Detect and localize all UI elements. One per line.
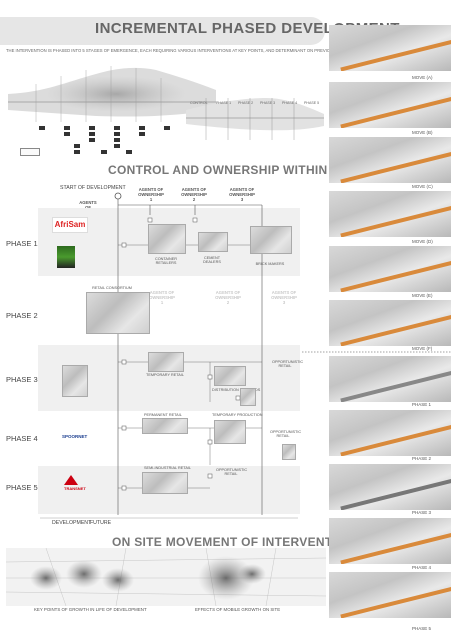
phase-5-label: PHASE 5	[6, 483, 38, 492]
label-opportunistic-retail-3: OPPORTUNISTIC RETAIL	[216, 468, 248, 476]
timeline-label-phase-1: PHASE 1	[216, 101, 232, 105]
spoornet-logo: SPOORNET	[62, 434, 88, 439]
future-label: FUTURE	[90, 520, 112, 526]
permanent-retail-sketch	[142, 418, 188, 434]
label-semi-industrial-retail: SEMI-INDUSTRIAL RETAIL	[144, 466, 192, 470]
thumb-phase-5	[329, 572, 451, 618]
right-map-caption: EFFECTS OF MOBILE GROWTH ON SITE	[195, 607, 281, 612]
label-cement-dealers: CEMENT DEALERS	[203, 256, 221, 264]
label-move-c: MOVE (C)	[412, 184, 433, 189]
label-temporary-production: TEMPORARY PRODUCTION	[212, 413, 263, 417]
phase-3-label: PHASE 3	[6, 375, 38, 384]
thumb-move-d	[329, 191, 451, 237]
thumb-phase-2	[329, 410, 451, 456]
left-map-caption: KEY POINTS OF GROWTH IN LIFE OF DEVELOPM…	[34, 607, 147, 612]
timeline-label-phase-2: PHASE 2	[238, 101, 254, 105]
label-move-e: MOVE (E)	[412, 293, 433, 298]
phase-2-label: PHASE 2	[6, 311, 38, 320]
label-move-a: MOVE (A)	[412, 75, 433, 80]
temporary-retail-sketch	[148, 352, 184, 372]
thumb-move-f	[329, 300, 451, 346]
label-retail-consortium: RETAIL CONSORTIUM	[92, 286, 132, 290]
development-label: DEVELOPMENT	[52, 520, 92, 526]
movement-maps	[6, 548, 326, 606]
thumb-phase-1	[329, 356, 451, 402]
label-right-phase-5: PHASE 5	[412, 626, 432, 631]
phase-3-left-sketch	[62, 365, 88, 397]
brick-makers-sketch	[250, 226, 292, 254]
growth-diagram	[8, 66, 324, 154]
container-retailers-sketch	[148, 224, 186, 254]
opportunistic-vendor-sketch-1	[240, 388, 256, 406]
label-right-phase-3: PHASE 3	[412, 510, 432, 515]
label-move-b: MOVE (B)	[412, 130, 433, 135]
distribution-truck-sketch	[214, 366, 246, 386]
page-subtitle: THE INTERVENTION IS PHASED INTO 5 STAGES…	[6, 48, 371, 53]
transnet-icon	[64, 475, 78, 485]
title-bar	[0, 17, 325, 45]
label-opportunistic-retail-2: OPPORTUNISTIC RETAIL	[270, 430, 302, 438]
label-right-phase-4: PHASE 4	[412, 565, 432, 570]
page-title: INCREMENTAL PHASED DEVELOPMENT	[95, 20, 400, 37]
label-permanent-retail: PERMANENT RETAIL	[144, 413, 182, 417]
temporary-production-sketch	[214, 420, 246, 444]
label-right-phase-2: PHASE 2	[412, 456, 432, 461]
timeline-label-phase-5: PHASE 5	[304, 101, 320, 105]
thumb-move-b	[329, 82, 451, 128]
thumb-move-e	[329, 246, 451, 292]
cement-dealers-sketch	[198, 232, 228, 252]
thumb-move-a	[329, 25, 451, 71]
timeline-label-phase-3: PHASE 3	[260, 101, 276, 105]
label-right-phase-1: PHASE 1	[412, 402, 432, 407]
thumb-move-c	[329, 137, 451, 183]
label-distribution-of-goods: DISTRIBUTION OF GOODS	[212, 388, 261, 392]
thumb-phase-3	[329, 464, 451, 510]
semi-industrial-retail-sketch	[142, 472, 188, 494]
phase-4-label: PHASE 4	[6, 434, 38, 443]
timeline-label-phase-4: PHASE 4	[282, 101, 298, 105]
label-opportunistic-retail-1: OPPORTUNISTIC RETAIL	[272, 360, 304, 368]
timeline-label-control: CONTROL	[190, 101, 208, 105]
opportunistic-vendor-sketch-2	[282, 444, 296, 460]
logo-emblem-icon	[57, 246, 75, 268]
legend-key	[20, 148, 40, 156]
movement-section-title: ON SITE MOVEMENT OF INTERVENTION	[112, 535, 355, 549]
label-brick-makers: BRICK MAKERS	[255, 262, 285, 266]
afrisam-logo: AfriSam	[52, 217, 88, 233]
phase-1-label: PHASE 1	[6, 239, 38, 248]
label-temporary-retail: TEMPORARY RETAIL	[146, 373, 184, 377]
retail-consortium-sketch	[86, 292, 150, 334]
growth-cloud	[46, 76, 186, 112]
label-move-d: MOVE (D)	[412, 239, 433, 244]
label-move-f: MOVE (F)	[412, 346, 433, 351]
node-icons	[39, 126, 170, 154]
label-container-retailers: CONTAINER RETAILERS	[154, 257, 178, 265]
start-of-development: START OF DEVELOPMENT	[60, 185, 126, 191]
thumb-phase-4	[329, 518, 451, 564]
transnet-logo: TRANSNET	[64, 475, 92, 491]
